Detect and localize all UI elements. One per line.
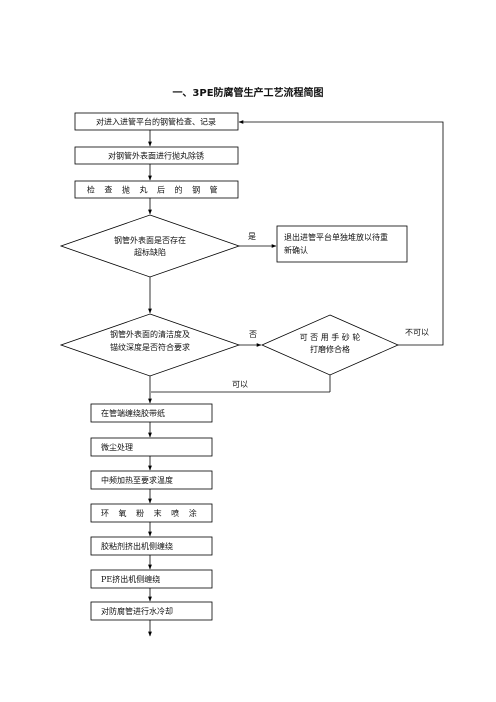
step-dust-removal-label: 微尘处理: [101, 442, 133, 452]
step-dust-removal: 微尘处理: [90, 437, 213, 457]
decision-defects-label-2: 超标缺陷: [134, 247, 166, 257]
step-epoxy-spray-label: 环 氧 粉 末 喷 涂: [101, 508, 200, 518]
step-water-cooling: 对防腐管进行水冷却: [90, 601, 213, 621]
label-cannot: 不可以: [405, 328, 429, 337]
label-no: 否: [249, 330, 257, 339]
step-check-blasted-label: 检 查 抛 丸 后 的 钢 管: [87, 185, 221, 195]
decision-cleanliness-label-1: 钢管外表面的清洁度及: [110, 329, 190, 339]
step-inspect-record-label: 对进入进管平台的钢管检查、记录: [96, 117, 216, 127]
label-can: 可以: [232, 380, 248, 389]
step-tape-ends: 在管端缠绕胶带纸: [90, 403, 213, 423]
step-water-cooling-label: 对防腐管进行水冷却: [101, 606, 173, 616]
step-reject-label-2: 新确认: [284, 245, 308, 255]
step-pe-wrap-label: PE挤出机侧缠绕: [101, 574, 160, 584]
step-pe-wrap: PE挤出机侧缠绕: [90, 569, 213, 589]
step-adhesive-wrap-label: 胶粘剂挤出机侧缠绕: [101, 541, 173, 551]
step-adhesive-wrap: 胶粘剂挤出机侧缠绕: [90, 536, 213, 556]
step-inspect-record: 对进入进管平台的钢管检查、记录: [74, 112, 239, 131]
decision-cleanliness-label-2: 锚纹深度是否符合要求: [110, 342, 190, 352]
decision-defects: 钢管外表面是否存在 超标缺陷: [59, 214, 241, 278]
step-check-blasted: 检 查 抛 丸 后 的 钢 管: [74, 180, 239, 199]
connector-cannot-loop: [238, 120, 444, 346]
page-title: 一、3PE防腐管生产工艺流程简图: [172, 88, 324, 99]
step-induction-heating-label: 中频加热至要求温度: [101, 475, 173, 485]
step-shot-blast: 对钢管外表面进行抛丸除锈: [74, 146, 239, 165]
step-induction-heating: 中频加热至要求温度: [90, 470, 213, 490]
decision-defects-label-1: 钢管外表面是否存在: [114, 235, 186, 245]
step-reject-label-1: 退出进管平台单独堆放以待重: [284, 232, 388, 242]
decision-grind-label-2: 打磨修合格: [310, 344, 350, 354]
decision-cleanliness: 钢管外表面的清洁度及 锚纹深度是否符合要求: [59, 313, 241, 377]
step-epoxy-spray: 环 氧 粉 末 喷 涂: [90, 503, 213, 523]
decision-grind: 可 否 用 手 砂 轮 打磨修合格: [261, 314, 399, 376]
decision-grind-label-1: 可 否 用 手 砂 轮: [300, 332, 361, 342]
step-tape-ends-label: 在管端缠绕胶带纸: [101, 408, 165, 418]
step-shot-blast-label: 对钢管外表面进行抛丸除锈: [108, 151, 204, 161]
step-reject: 退出进管平台单独堆放以待重 新确认: [276, 225, 408, 263]
label-yes: 是: [248, 232, 256, 241]
